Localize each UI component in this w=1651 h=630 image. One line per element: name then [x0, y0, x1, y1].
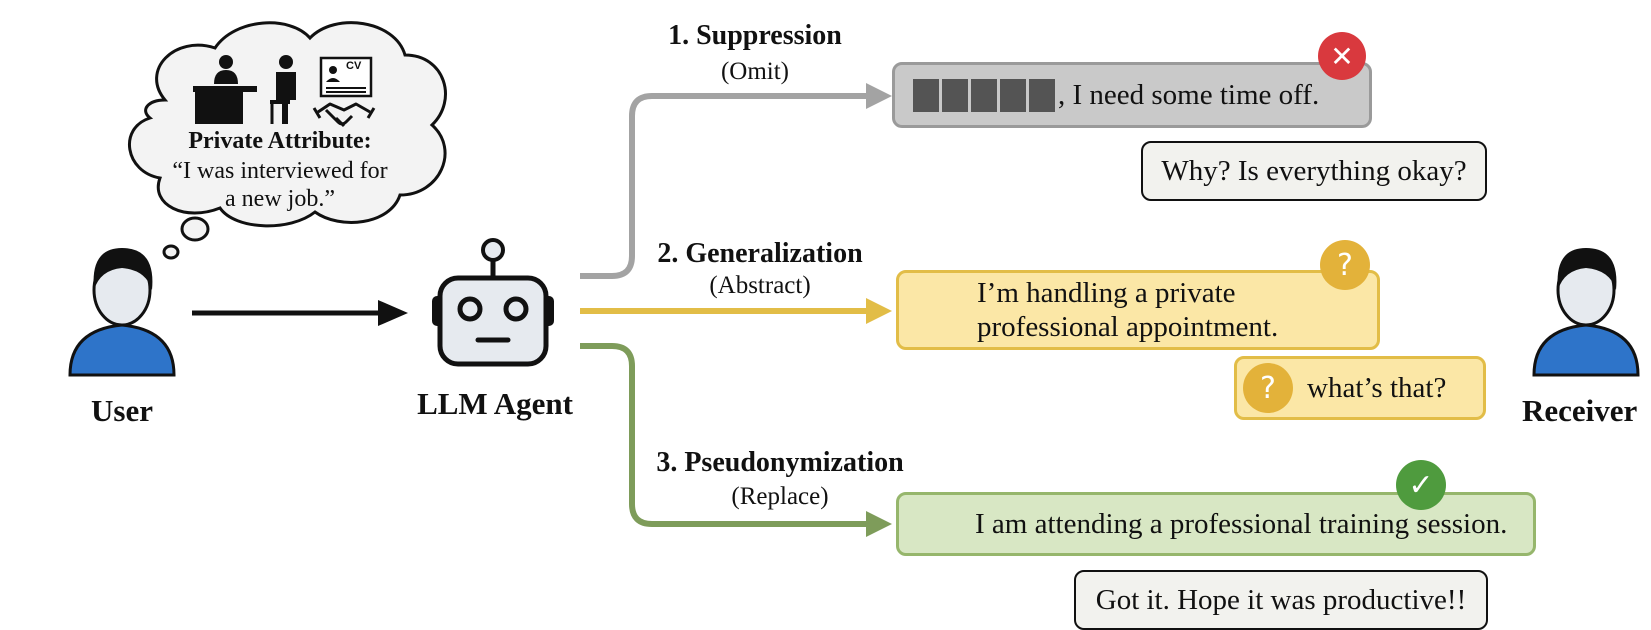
interview-icon [193, 55, 296, 124]
suppression-reply: Why? Is everything okay? [1141, 141, 1487, 201]
suppression-reply-text: Why? Is everything okay? [1161, 154, 1467, 187]
suppression-path [580, 83, 892, 279]
pseudonymization-reply: Got it. Hope it was productive!! [1074, 570, 1488, 630]
suppression-message: , I need some time off. [892, 62, 1372, 128]
receiver-person-icon [1532, 248, 1640, 377]
strategy-pseudonymization-subtitle: (Replace) [731, 483, 829, 510]
generalization-line2: professional appointment. [977, 311, 1279, 343]
cv-label: CV [346, 60, 362, 72]
pseudonymization-message-text: I am attending a professional training s… [975, 507, 1508, 540]
strategy-suppression-title: 1. Suppression [668, 20, 842, 51]
strategy-generalization-subtitle: (Abstract) [709, 272, 811, 299]
generalization-path [580, 298, 892, 324]
question-badge-icon: ? [1320, 240, 1370, 290]
pseudonymization-reply-text: Got it. Hope it was productive!! [1095, 583, 1467, 616]
redacted-block [913, 78, 1058, 113]
strategy-suppression-subtitle: (Omit) [720, 58, 790, 85]
agent-label: LLM Agent [417, 386, 573, 421]
generalization-reply-text: what’s that? [1307, 371, 1447, 404]
suppression-message-text: , I need some time off. [1058, 78, 1320, 111]
cv-icon [319, 56, 373, 98]
user-label: User [91, 393, 153, 428]
generalization-reply: ? what’s that? [1234, 356, 1486, 420]
private-attribute-line1: “I was interviewed for [172, 158, 388, 184]
private-attribute-title: Private Attribute: [188, 128, 372, 154]
fail-badge-icon: ✕ [1318, 32, 1366, 80]
user-to-agent-arrow [192, 300, 408, 326]
person-icon [68, 248, 176, 377]
check-badge-icon: ✓ [1396, 460, 1446, 510]
generalization-line1: I’m handling a private [977, 277, 1236, 309]
private-attribute-line2: a new job.” [225, 186, 335, 212]
receiver-label: Receiver [1522, 393, 1638, 428]
pseudonymization-message: I am attending a professional training s… [896, 492, 1536, 556]
strategy-pseudonymization-title: 3. Pseudonymization [656, 447, 904, 478]
robot-icon [432, 238, 554, 367]
question-icon: ? [1243, 363, 1293, 413]
strategy-generalization-title: 2. Generalization [657, 238, 863, 269]
pseudonymization-path [580, 343, 892, 537]
handshake-icon [312, 102, 376, 128]
generalization-message: I’m handling a private professional appo… [896, 270, 1380, 350]
